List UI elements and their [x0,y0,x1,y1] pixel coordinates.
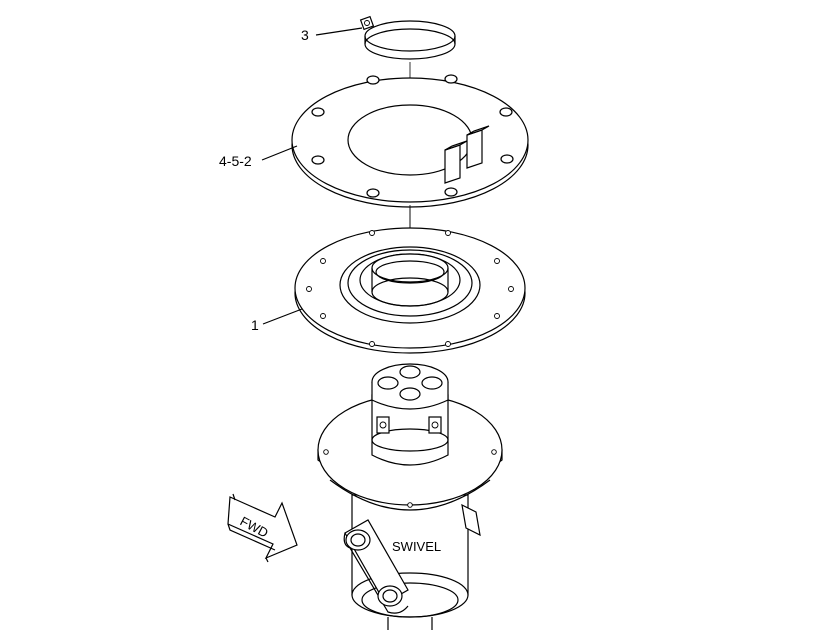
leader-line-4-5-2 [261,145,298,161]
forward-direction-arrow [227,493,298,563]
plate-bracket-set [444,125,490,184]
upper-plate-assembly [291,74,529,208]
callout-4-5-2: 4-5-2 [219,153,252,169]
leader-line-1 [262,308,303,325]
leader-line-3 [315,27,363,36]
seal-ring-part-1 [294,227,526,354]
ring-holes [306,230,514,347]
swivel-label: SWIVEL [392,539,441,554]
callout-1: 1 [251,317,259,333]
callout-3: 3 [301,27,309,43]
hose-clamp-part-3 [359,15,456,60]
flange-holes [323,449,497,508]
swivel-body [317,363,503,630]
bolt-set [311,74,514,198]
swivel-arm [343,519,409,614]
